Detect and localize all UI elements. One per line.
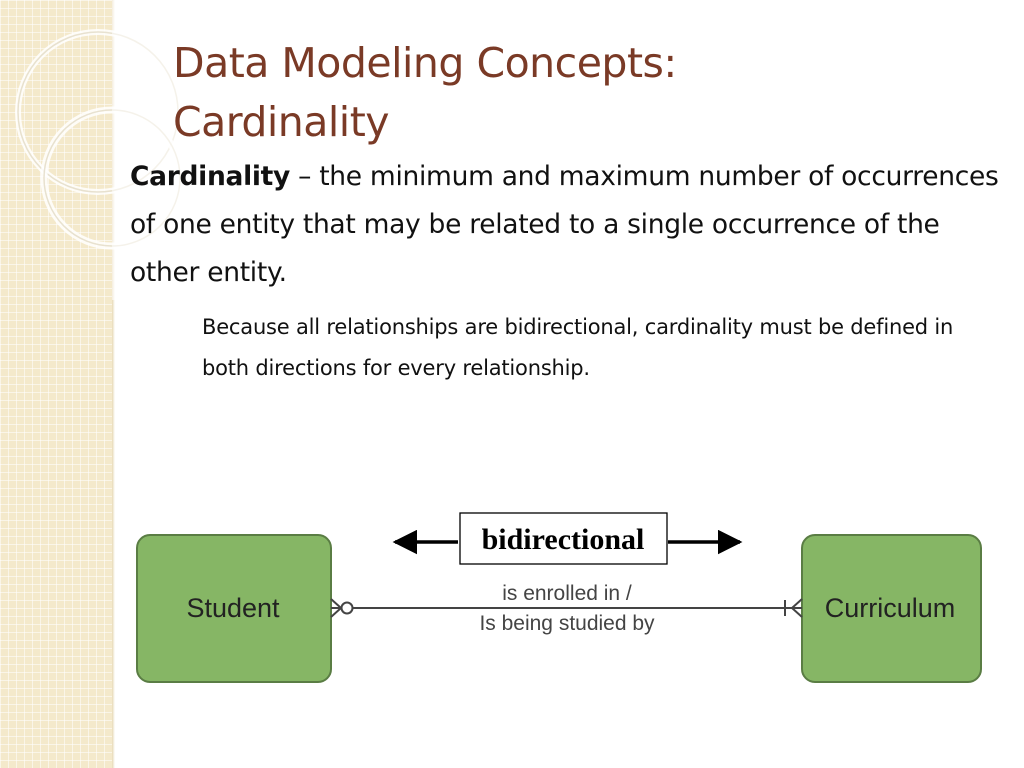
one-or-many-symbol — [784, 598, 803, 618]
title-line-2: Cardinality — [173, 98, 390, 146]
sidebar-divider — [112, 0, 115, 768]
curriculum-entity-label: Curriculum — [825, 593, 956, 623]
decorative-circles — [15, 0, 200, 300]
bidirectional-label-box — [459, 512, 668, 565]
relationship-label-line-1: is enrolled in / — [502, 582, 632, 605]
definition-term: Cardinality — [130, 161, 291, 192]
bidirectional-label: bidirectional — [482, 523, 645, 556]
relationship-label-line-2: Is being studied by — [479, 612, 655, 635]
bidirectional-note: Because all relationships are bidirectio… — [202, 315, 954, 380]
title-line-1: Data Modeling Concepts: — [173, 39, 677, 87]
definition-paragraph: Cardinality – the minimum and maximum nu… — [130, 153, 1000, 297]
slide-title: Data Modeling Concepts: Cardinality — [173, 34, 677, 152]
student-entity-label: Student — [186, 593, 280, 623]
definition-text: – the minimum and maximum number of occu… — [130, 161, 999, 288]
zero-or-many-symbol — [330, 598, 354, 618]
